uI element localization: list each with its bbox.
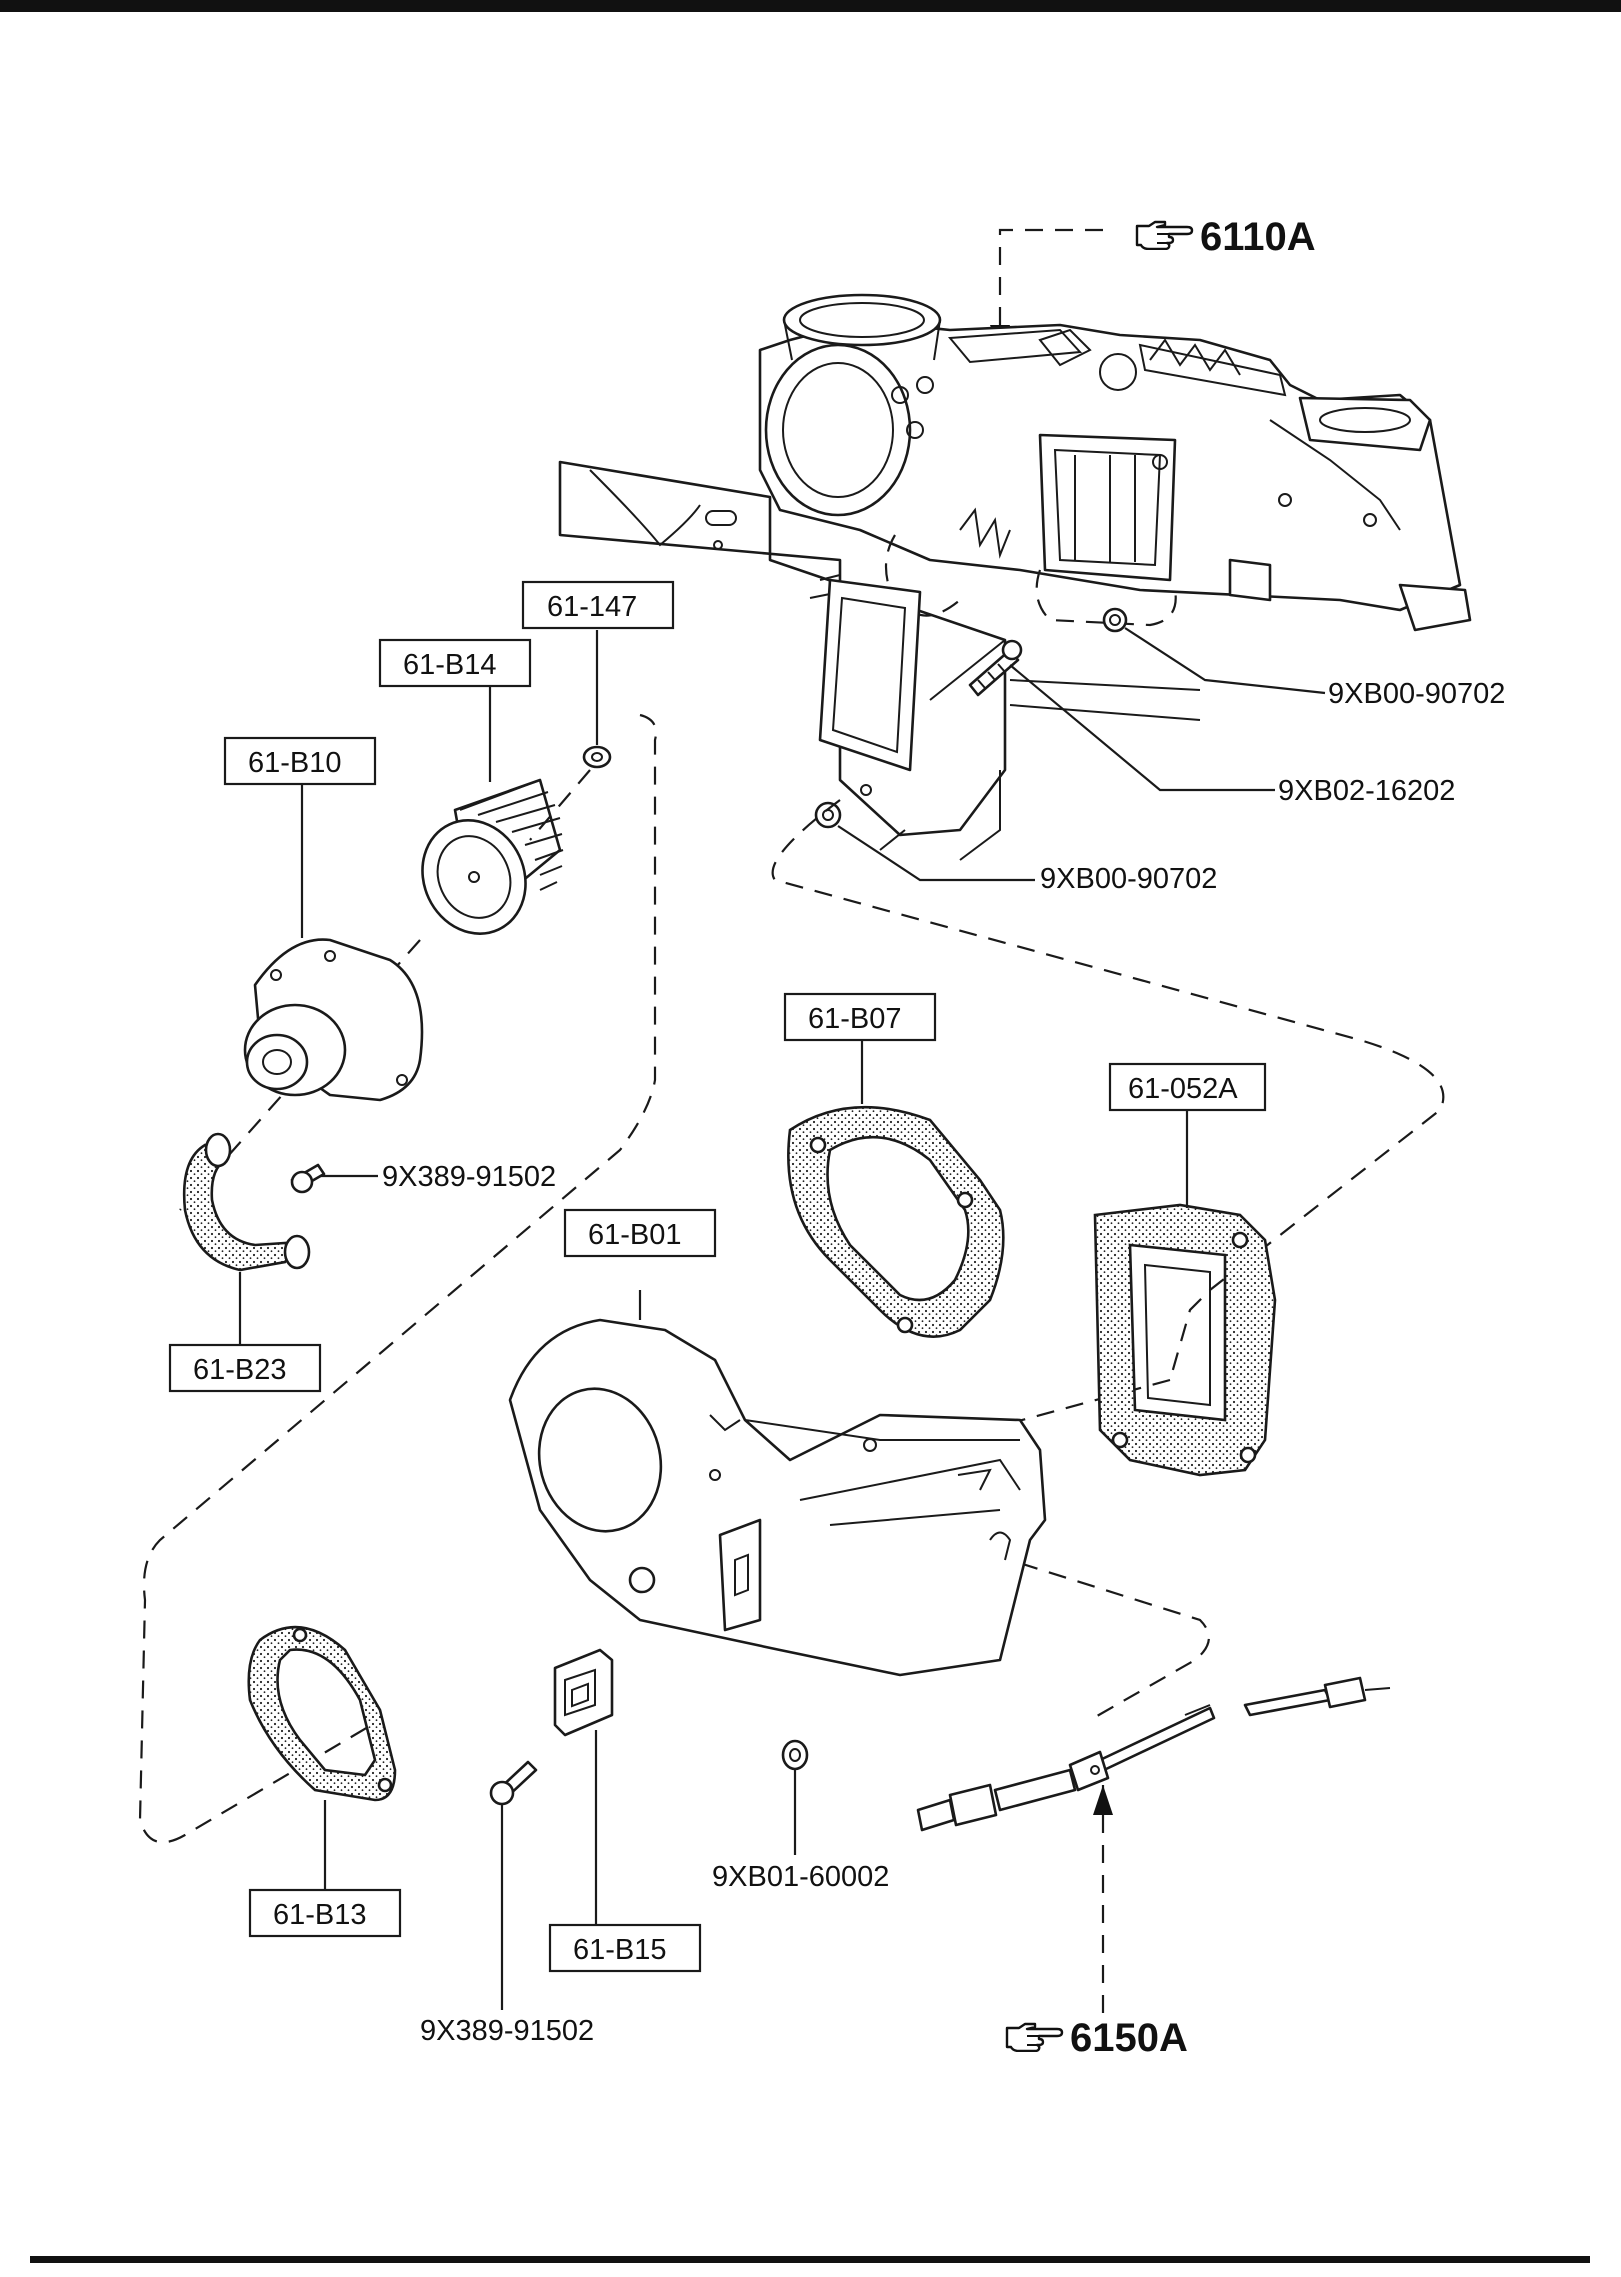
part-61-052a-seal: 61-052A: [1093, 1062, 1277, 1477]
nut-9xb01-60002: 9XB01-60002: [712, 1739, 889, 1893]
pointing-hand-icon: [1135, 220, 1194, 250]
part-61-b13-gasket: 61-B13: [247, 1625, 402, 1938]
label-61-b01: 61-B01: [588, 1219, 682, 1251]
label-61-b07: 61-B07: [808, 1003, 902, 1035]
heater-housing-assembly: [558, 293, 1472, 861]
part-61-b23-hose: 61-B23: [168, 1132, 322, 1393]
part-9x389-91502-lower: 9X389-91502: [420, 2015, 594, 2047]
nut-9xb00-90702-lower: [814, 784, 1035, 882]
reference-6110a-label: 6110A: [1200, 215, 1316, 259]
part-61-147: 61-147: [521, 580, 675, 769]
control-cable-assembly: [916, 1676, 1391, 1832]
top-border-rule: [0, 0, 1621, 12]
reference-6150a-label: 6150A: [1070, 2016, 1188, 2060]
label-61-b10: 61-B10: [248, 747, 342, 779]
part-9xb01-60002: 9XB01-60002: [712, 1861, 889, 1893]
part-61-b14-fan: 61-B14: [378, 638, 564, 935]
nut-9xb00-90702-upper: [1102, 607, 1326, 695]
label-61-b15: 61-B15: [573, 1934, 667, 1966]
label-61-b23: 61-B23: [193, 1354, 287, 1386]
part-61-b01-blower-case: 61-B01: [508, 1208, 1047, 1677]
label-61-b13: 61-B13: [273, 1899, 367, 1931]
label-61-b14: 61-B14: [403, 649, 497, 681]
part-9x389-91502-upper: 9X389-91502: [382, 1161, 556, 1193]
screw-9x389-91502-lower: 9X389-91502: [420, 1760, 594, 2047]
part-61-b15-resistor: 61-B15: [548, 1648, 702, 1973]
pointing-hand-icon-bottom: [1005, 2022, 1064, 2052]
screw-9xb02-16202: [968, 639, 1275, 792]
bottom-border-rule: [30, 2256, 1590, 2263]
reference-6150a[interactable]: 6150A: [1005, 1785, 1188, 2060]
part-9xb00-90702-lower: 9XB00-90702: [1040, 863, 1217, 895]
label-61-052a: 61-052A: [1128, 1073, 1238, 1105]
part-61-b07-gasket: 61-B07: [783, 992, 1005, 1338]
part-9xb02-16202: 9XB02-16202: [1278, 775, 1455, 807]
part-61-b10-blower-motor: 61-B10: [223, 736, 424, 1102]
assembly-guide-line-left: [138, 713, 658, 1844]
screw-9x389-91502-upper: 9X389-91502: [290, 1161, 556, 1194]
part-9xb00-90702-upper: 9XB00-90702: [1328, 678, 1505, 710]
label-61-147: 61-147: [547, 591, 637, 623]
